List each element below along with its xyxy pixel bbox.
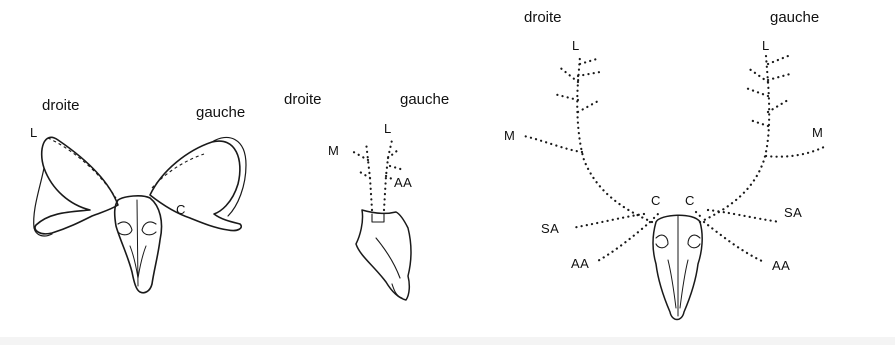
deer-tag-C-right: C (651, 193, 661, 208)
deer-left-antler-M (764, 144, 828, 158)
small-tag-L: L (384, 121, 392, 136)
deer-tag-AA-left: AA (772, 258, 790, 273)
small-label-gauche: gauche (400, 91, 449, 108)
ram-right-horn-outer (33, 167, 53, 237)
deer-tag-M-left: M (812, 125, 823, 140)
bottom-scan-strip (0, 337, 895, 345)
deer-tag-AA-right: AA (571, 256, 589, 271)
small-tag-AA: AA (394, 175, 412, 190)
deer-right-antler-beam (576, 54, 654, 224)
ram-left-horn-core (151, 153, 205, 189)
deer-right-antler-AA (594, 220, 652, 264)
deer-tag-SA-right: SA (541, 221, 559, 236)
small-tag-M: M (328, 143, 339, 158)
ram-tag-C: C (176, 202, 186, 217)
ram-skull (113, 195, 163, 294)
small-skull (355, 209, 412, 301)
deer-skull-orbits (655, 234, 701, 249)
deer-right-antler-SA (570, 212, 646, 230)
deer-left-antler-beam (698, 54, 771, 224)
deer-tag-L-left: L (762, 38, 770, 53)
ram-panel: droite gauche L C (30, 97, 247, 294)
ram-left-horn-outer (211, 136, 247, 217)
deer-left-antler-crown (744, 54, 792, 128)
ram-label-droite: droite (42, 97, 80, 114)
ram-skull-orbit-left (141, 221, 157, 236)
deer-panel: droite gauche L L M M C C SA SA AA AA (504, 9, 828, 321)
deer-tag-L-right: L (572, 38, 580, 53)
deer-right-antler-crown (552, 56, 602, 114)
ram-skull-midline (136, 199, 139, 287)
ram-right-horn (34, 136, 119, 235)
ram-skull-orbit-right (117, 221, 133, 236)
ram-label-gauche: gauche (196, 104, 245, 121)
deer-tag-C-left: C (685, 193, 695, 208)
deer-label-droite: droite (524, 9, 562, 26)
ram-right-horn-core (47, 137, 117, 199)
small-skull-detail (371, 213, 403, 299)
deer-right-antler-M (522, 134, 584, 154)
deer-left-antler-SA (706, 208, 782, 224)
small-left-antler (382, 138, 406, 212)
deer-label-gauche: gauche (770, 9, 819, 26)
deer-tag-SA-left: SA (784, 205, 802, 220)
deer-pedicles (652, 210, 704, 220)
ram-tag-L: L (30, 125, 38, 140)
small-label-droite: droite (284, 91, 322, 108)
deer-skull (652, 214, 703, 321)
deer-skull-nasal (667, 259, 689, 309)
small-right-antler (348, 140, 374, 212)
small-antlers-panel: droite gauche L M AA (284, 91, 449, 301)
ram-skull-nasal (129, 245, 147, 279)
ram-left-horn (149, 140, 243, 232)
deer-tag-M-right: M (504, 128, 515, 143)
deer-left-antler-AA (702, 220, 766, 264)
